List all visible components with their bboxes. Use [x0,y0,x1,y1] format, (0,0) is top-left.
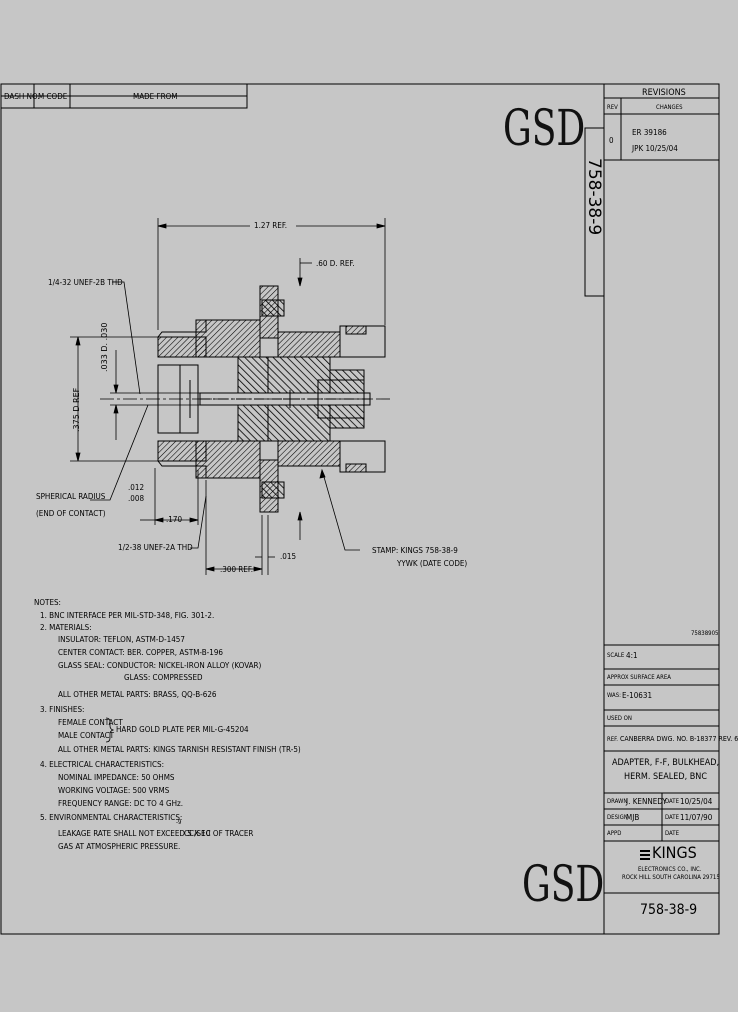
note-3: 3. FINISHES: [40,705,85,714]
dim-170: .170 [166,515,183,524]
description-line-1: ADAPTER, F-F, BULKHEAD, [612,758,720,768]
scale-value: 4:1 [626,651,638,660]
company-name: KINGS [652,843,697,862]
drawn-date-label: DATE [665,798,679,805]
finish-brace [105,717,115,743]
notes-header: NOTES: [34,598,61,607]
dimension-lines [70,218,386,575]
scale-label: SCALE [607,652,625,659]
dash-no-label: DASH NO. [4,92,40,101]
m-code-label: M CODE [38,92,68,101]
design-date: 11/07/90 [680,813,713,822]
approx-surface-area-label: APPROX SURFACE AREA [607,674,671,681]
company-subtitle-1: ELECTRONICS CO., INC. [638,866,702,873]
note-5c: GAS AT ATMOSPHERIC PRESSURE. [58,842,181,851]
note-2: 2. MATERIALS: [40,623,92,632]
spherical-radius-label: SPHERICAL RADIUS [36,492,106,501]
title-part-number: 758-38-9 [640,902,698,918]
note-2c: GLASS SEAL: CONDUCTOR: NICKEL-IRON ALLOY… [58,661,262,670]
kings-logo-mark [640,850,650,860]
revision-number: 0 [609,136,614,145]
dim-spherical-tol-lower: .008 [128,494,145,503]
note-4b: WORKING VOLTAGE: 500 VRMS [58,786,170,795]
drawn-date: 10/25/04 [680,797,713,806]
note-3c: HARD GOLD PLATE PER MIL-G-45204 [116,725,249,734]
note-4c: FREQUENCY RANGE: DC TO 4 GHz. [58,799,184,808]
revision-approval: JPK 10/25/04 [632,144,678,153]
note-5-exponent: -9 [176,819,182,826]
dim-spherical-tol-upper: .012 [128,483,145,492]
design-value: MJB [626,813,640,822]
note-2e: ALL OTHER METAL PARTS: BRASS, QQ-B-626 [58,690,217,699]
company-subtitle-2: ROCK HILL SOUTH CAROLINA 29715 [622,874,720,881]
was-value: E-10631 [622,691,653,700]
part-number-tab [584,127,605,297]
made-from-label: MADE FROM [133,92,178,101]
design-date-label: DATE [665,814,679,821]
date-code-text: YYWK (DATE CODE) [397,559,468,568]
note-5b: CC/SEC OF TRACER [184,829,254,838]
stamp-text: STAMP: KINGS 758-38-9 [372,546,458,555]
rev-column-label: REV [607,104,618,111]
appd-label: APPD [607,830,622,837]
description-line-2: HERM. SEALED, BNC [624,772,708,782]
gsd-logo-bottom: GSD [522,855,605,913]
file-id: 75838905 [691,630,719,637]
changes-column-label: CHANGES [656,104,683,111]
drawn-value: J. KENNEDY [626,797,667,806]
note-2a: INSULATOR: TEFLON, ASTM-D-1457 [58,635,185,644]
note-5: 5. ENVIRONMENTAL CHARACTERISTICS: [40,813,183,822]
drawn-label: DRAWN [607,798,628,805]
dim-body-diameter: .375 D REF [72,387,81,432]
ref-value: CANBERRA DWG. NO. B-18377 REV. 6 [620,735,738,743]
note-3a: FEMALE CONTACT [58,718,123,727]
title-block-grid [604,644,719,894]
dim-contact-diameter: .033 D. .030 [100,322,109,372]
end-of-contact-label: (END OF CONTACT) [36,509,106,518]
design-label: DESIGN [607,814,628,821]
note-4a: NOMINAL IMPEDANCE: 50 OHMS [58,773,175,782]
part-number-vertical: 758-38-9 [584,158,604,236]
top-title-strip [0,83,248,109]
ref-label: REF. [607,736,619,743]
note-3b: MALE CONTACT [58,731,115,740]
note-4: 4. ELECTRICAL CHARACTERISTICS: [40,760,165,769]
dim-front-thread: 1/4-32 UNEF-2B THD [48,278,123,287]
dim-overall-length: 1.27 REF. [254,221,287,230]
note-5a: LEAKAGE RATE SHALL NOT EXCEED 5 X 10 [58,829,211,838]
gsd-logo-top: GSD [503,99,586,157]
note-2b: CENTER CONTACT: BER. COPPER, ASTM-B-196 [58,648,224,657]
revisions-header: REVISIONS [642,88,686,98]
revisions-table [604,97,719,161]
note-1: 1. BNC INTERFACE PER MIL-STD-348, FIG. 3… [40,611,215,620]
note-2d: GLASS: COMPRESSED [124,673,203,682]
dim-rear-thread: 1/2-38 UNEF-2A THD [118,543,193,552]
note-3d: ALL OTHER METAL PARTS: KINGS TARNISH RES… [58,745,301,754]
appd-date-label: DATE [665,830,679,837]
used-on-label: USED ON [607,715,632,722]
dim-flange-diameter: .60 D. REF. [316,259,355,268]
dim-300-ref: .300 REF. [220,565,253,574]
was-label: WAS: [607,692,621,699]
connector-cross-section [100,285,392,513]
revision-ecn: ER 39186 [632,128,667,137]
dim-015: .015 [280,552,297,561]
drawing-sheet [0,83,720,935]
